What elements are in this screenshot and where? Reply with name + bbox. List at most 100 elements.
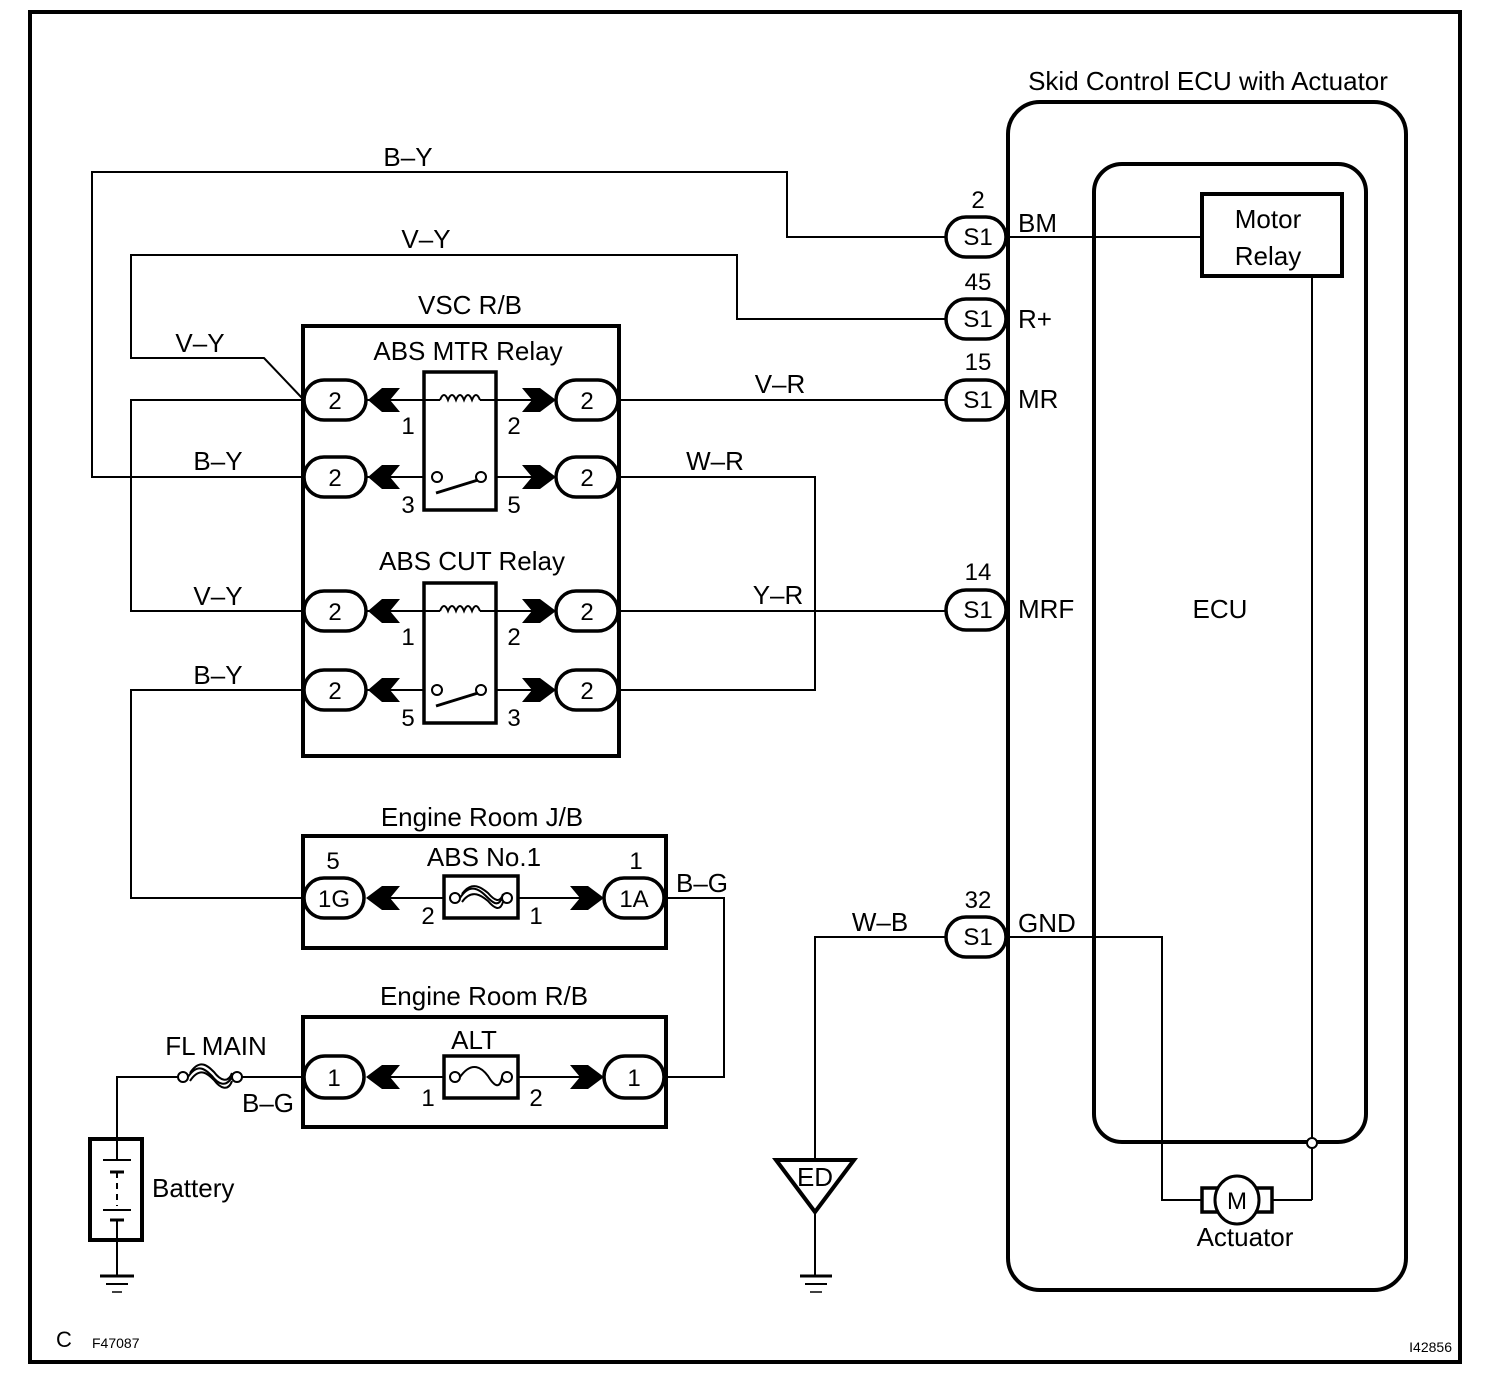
wire-by-top <box>91 171 946 478</box>
wire-label-bg-main: B–G <box>242 1088 294 1118</box>
wire-wb <box>814 936 946 1160</box>
footer-letter: C <box>56 1327 72 1352</box>
ecu-terminal-gnd: 32 S1 GND <box>944 887 1076 959</box>
engine-room-jb-title: Engine Room J/B <box>381 802 583 832</box>
relay-pin: 3 <box>401 492 414 519</box>
gnd-internal-wire <box>1008 936 1202 1201</box>
terminal-arrow-icon <box>368 599 400 623</box>
ground-point-ed: ED <box>772 1158 858 1276</box>
connector-left <box>302 455 368 499</box>
jb-left-pin: 5 <box>326 848 339 875</box>
connector-label: 1 <box>627 1065 640 1092</box>
vsc-relay-block: VSC R/B ABS MTR Relay ABS CUT Relay <box>301 290 621 758</box>
connector-label: 1G <box>318 886 350 913</box>
abs-cut-relay-label: ABS CUT Relay <box>379 546 565 576</box>
wire-label-wb: W–B <box>852 907 908 937</box>
motor-relay-label-2: Relay <box>1235 241 1301 271</box>
terminal-arrow-icon <box>366 1065 400 1089</box>
wire-label-wr: W–R <box>686 446 744 476</box>
skid-control-ecu: Skid Control ECU with Actuator ECU Motor… <box>1006 66 1408 1292</box>
wire-vy-loop <box>130 399 304 612</box>
wire-label-vy-left: V–Y <box>175 328 224 358</box>
abs-mtr-relay-body <box>422 370 498 512</box>
ecu-terminal-bm: 2 S1 BM <box>944 187 1057 259</box>
vsc-rb-title: VSC R/B <box>418 290 522 320</box>
fuse-link-icon <box>187 1067 233 1085</box>
wire-label-yr: Y–R <box>753 580 804 610</box>
terminal-arrow-icon <box>522 388 556 412</box>
fuse-pin-right: 1 <box>529 903 542 930</box>
ecu-outer-box <box>1006 100 1408 1292</box>
terminal-pin: 14 <box>965 559 992 586</box>
battery-icon <box>88 1137 144 1276</box>
battery-ground-icon <box>100 1274 134 1293</box>
wire-label-by-top: B–Y <box>383 142 432 172</box>
terminal-arrow-icon <box>570 1065 604 1089</box>
connector-left <box>302 589 368 633</box>
connector-left <box>302 378 368 422</box>
terminal-pin: 15 <box>965 349 992 376</box>
connector-label: 2 <box>328 388 341 415</box>
connector-label: 1 <box>327 1065 340 1092</box>
connector-label: 2 <box>328 599 341 626</box>
relay-pin: 2 <box>507 413 520 440</box>
connector-label: S1 <box>963 924 992 951</box>
motor-relay-label-1: Motor <box>1235 204 1302 234</box>
terminal-pin: 45 <box>965 269 992 296</box>
wire-label-vy-top: V–Y <box>401 224 450 254</box>
jb-right-pin: 1 <box>629 848 642 875</box>
junction-dot <box>1306 1137 1318 1149</box>
terminal-arrow-icon <box>368 388 400 412</box>
terminal-name: MR <box>1018 384 1058 414</box>
relay-pin: 1 <box>401 624 414 651</box>
wire-label-vy-cut: V–Y <box>193 581 242 611</box>
fuse-pin-right: 2 <box>529 1085 542 1112</box>
relay-coil-icon <box>439 394 481 403</box>
relay-switch-icon <box>435 478 479 495</box>
terminal-arrow-icon <box>570 886 604 910</box>
battery-label: Battery <box>152 1173 234 1203</box>
relay-pin: 5 <box>507 492 520 519</box>
engine-room-rb: Engine Room R/B ALT 1 1 1 2 <box>301 981 668 1129</box>
fuse-icon <box>442 874 520 920</box>
abs-no1-fuse-label: ABS No.1 <box>427 842 541 872</box>
terminal-arrow-icon <box>522 465 556 489</box>
fuse-pin-left: 1 <box>421 1085 434 1112</box>
wire-label-by-cut: B–Y <box>193 660 242 690</box>
connector-label: 2 <box>328 465 341 492</box>
engine-room-jb: Engine Room J/B ABS No.1 5 1 1G 1A 2 1 <box>301 802 668 950</box>
terminal-name: MRF <box>1018 594 1074 624</box>
fuse-pin-left: 2 <box>421 903 434 930</box>
wire-label-vr: V–R <box>755 369 806 399</box>
actuator-label: Actuator <box>1197 1222 1294 1252</box>
connector-label: 2 <box>328 678 341 705</box>
terminal-pin: 2 <box>971 187 984 214</box>
ecu-inner-box <box>1092 162 1368 1144</box>
relay-pin: 5 <box>401 705 414 732</box>
wire-label-by-mtr: B–Y <box>193 446 242 476</box>
switch-contact-icon <box>431 684 443 696</box>
ground-icon <box>800 1274 832 1293</box>
connector-label: S1 <box>963 597 992 624</box>
engine-room-rb-title: Engine Room R/B <box>380 981 588 1011</box>
ecu-terminal-mrf: 14 S1 MRF <box>944 559 1074 632</box>
relay-pin: 1 <box>401 413 414 440</box>
fl-main-label: FL MAIN <box>165 1031 267 1061</box>
actuator-motor-icon: M <box>1200 1174 1274 1226</box>
motor-symbol: M <box>1227 1188 1247 1215</box>
terminal-arrow-icon <box>366 886 400 910</box>
terminal-name: R+ <box>1018 304 1052 334</box>
alt-fuse-label: ALT <box>451 1025 497 1055</box>
connector-label: 1A <box>619 886 648 913</box>
diagram-frame <box>28 10 1462 1364</box>
connector-1g <box>302 876 366 920</box>
relay-switch-icon <box>435 691 479 708</box>
abs-cut-relay-body <box>422 581 498 725</box>
connector-label: 2 <box>580 599 593 626</box>
vsc-rb-box <box>301 324 621 758</box>
terminal-pin: 32 <box>965 887 992 914</box>
switch-contact-icon <box>431 471 443 483</box>
terminal-name: GND <box>1018 908 1076 938</box>
connector-label: S1 <box>963 387 992 414</box>
abs-mtr-relay-label: ABS MTR Relay <box>373 336 562 366</box>
